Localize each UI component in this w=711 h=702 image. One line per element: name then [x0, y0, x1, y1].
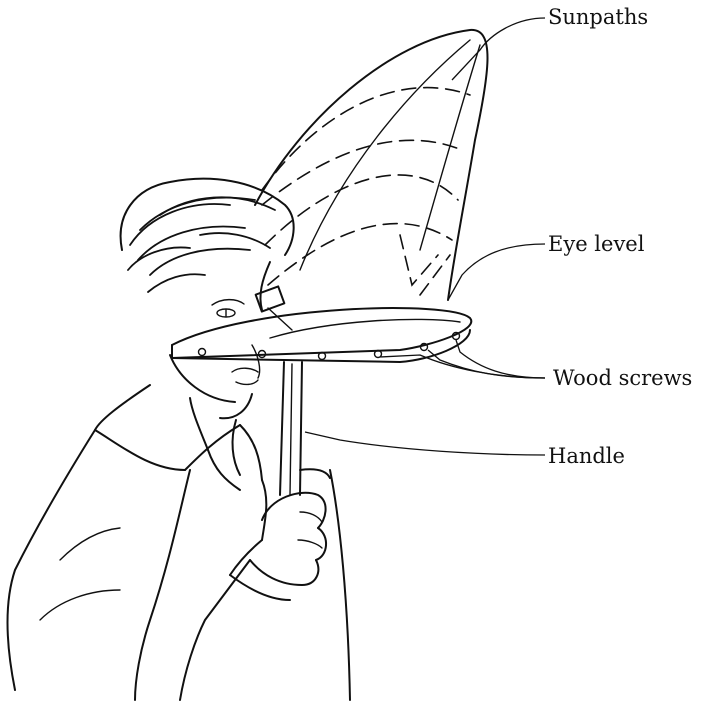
- handle-rod: [280, 362, 302, 495]
- label-wood-screws: Wood screws: [553, 366, 692, 390]
- label-handle: Handle: [548, 444, 625, 468]
- label-sunpaths: Sunpaths: [548, 5, 648, 29]
- label-eye-level: Eye level: [548, 232, 645, 256]
- person-hair: [121, 179, 294, 292]
- base-plate: [172, 308, 471, 362]
- sunpath-hood: [255, 30, 488, 300]
- sunpath-curves: [262, 88, 470, 295]
- person-body: [8, 385, 351, 700]
- eyepiece: [256, 286, 292, 330]
